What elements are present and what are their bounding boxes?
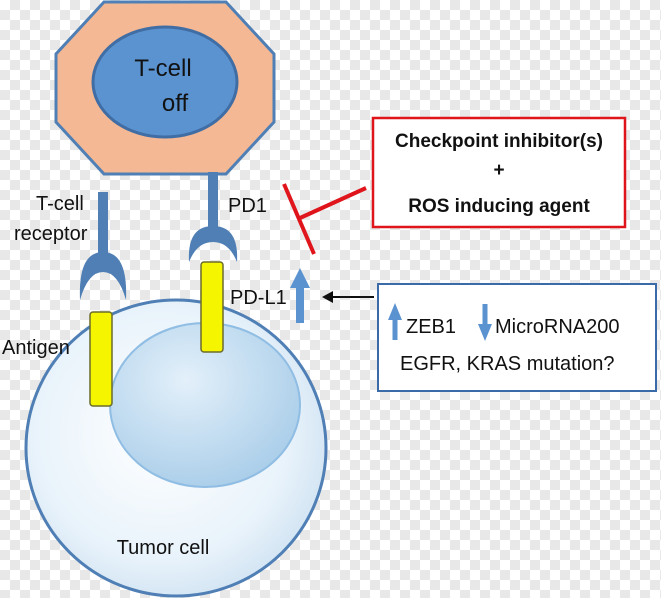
- therapy-line3: ROS inducing agent: [408, 196, 590, 217]
- tcell-receptor-label-line2: receptor: [14, 223, 88, 245]
- tumor-cell-label: Tumor cell: [117, 537, 210, 559]
- therapy-line1: Checkpoint inhibitor(s): [395, 131, 603, 152]
- tcell-label-line1: T-cell: [134, 55, 191, 82]
- upregulation-arrow-icon: [322, 291, 374, 303]
- pd1-stalk: [208, 172, 218, 230]
- tcell-receptor-stalk: [98, 192, 108, 256]
- pd1-label: PD1: [228, 195, 267, 217]
- tcell-nucleus: [91, 25, 239, 139]
- tcell-label-line2: off: [162, 90, 189, 117]
- therapy-box: [371, 116, 627, 229]
- zeb1-label: ZEB1: [406, 316, 456, 338]
- regulators-box: [377, 283, 657, 392]
- microrna-label: MicroRNA200: [495, 316, 619, 338]
- pdl1-bar: [200, 261, 224, 353]
- egfr-kras-label: EGFR, KRAS mutation?: [400, 353, 615, 375]
- pdl1-label: PD-L1: [230, 287, 287, 309]
- zeb1-up-arrow-icon: [388, 303, 402, 340]
- antigen-label: Antigen: [2, 337, 70, 359]
- pdl1-up-arrow-icon: [290, 268, 310, 323]
- tcell-receptor-label-line1: T-cell: [36, 193, 84, 215]
- inhibition-icon: [282, 183, 367, 255]
- pd1-cup: [188, 226, 238, 262]
- therapy-line2: +: [493, 160, 504, 181]
- microrna-down-arrow-icon: [478, 304, 492, 341]
- antigen-bar: [89, 311, 113, 407]
- tcell-receptor-cup: [79, 252, 127, 300]
